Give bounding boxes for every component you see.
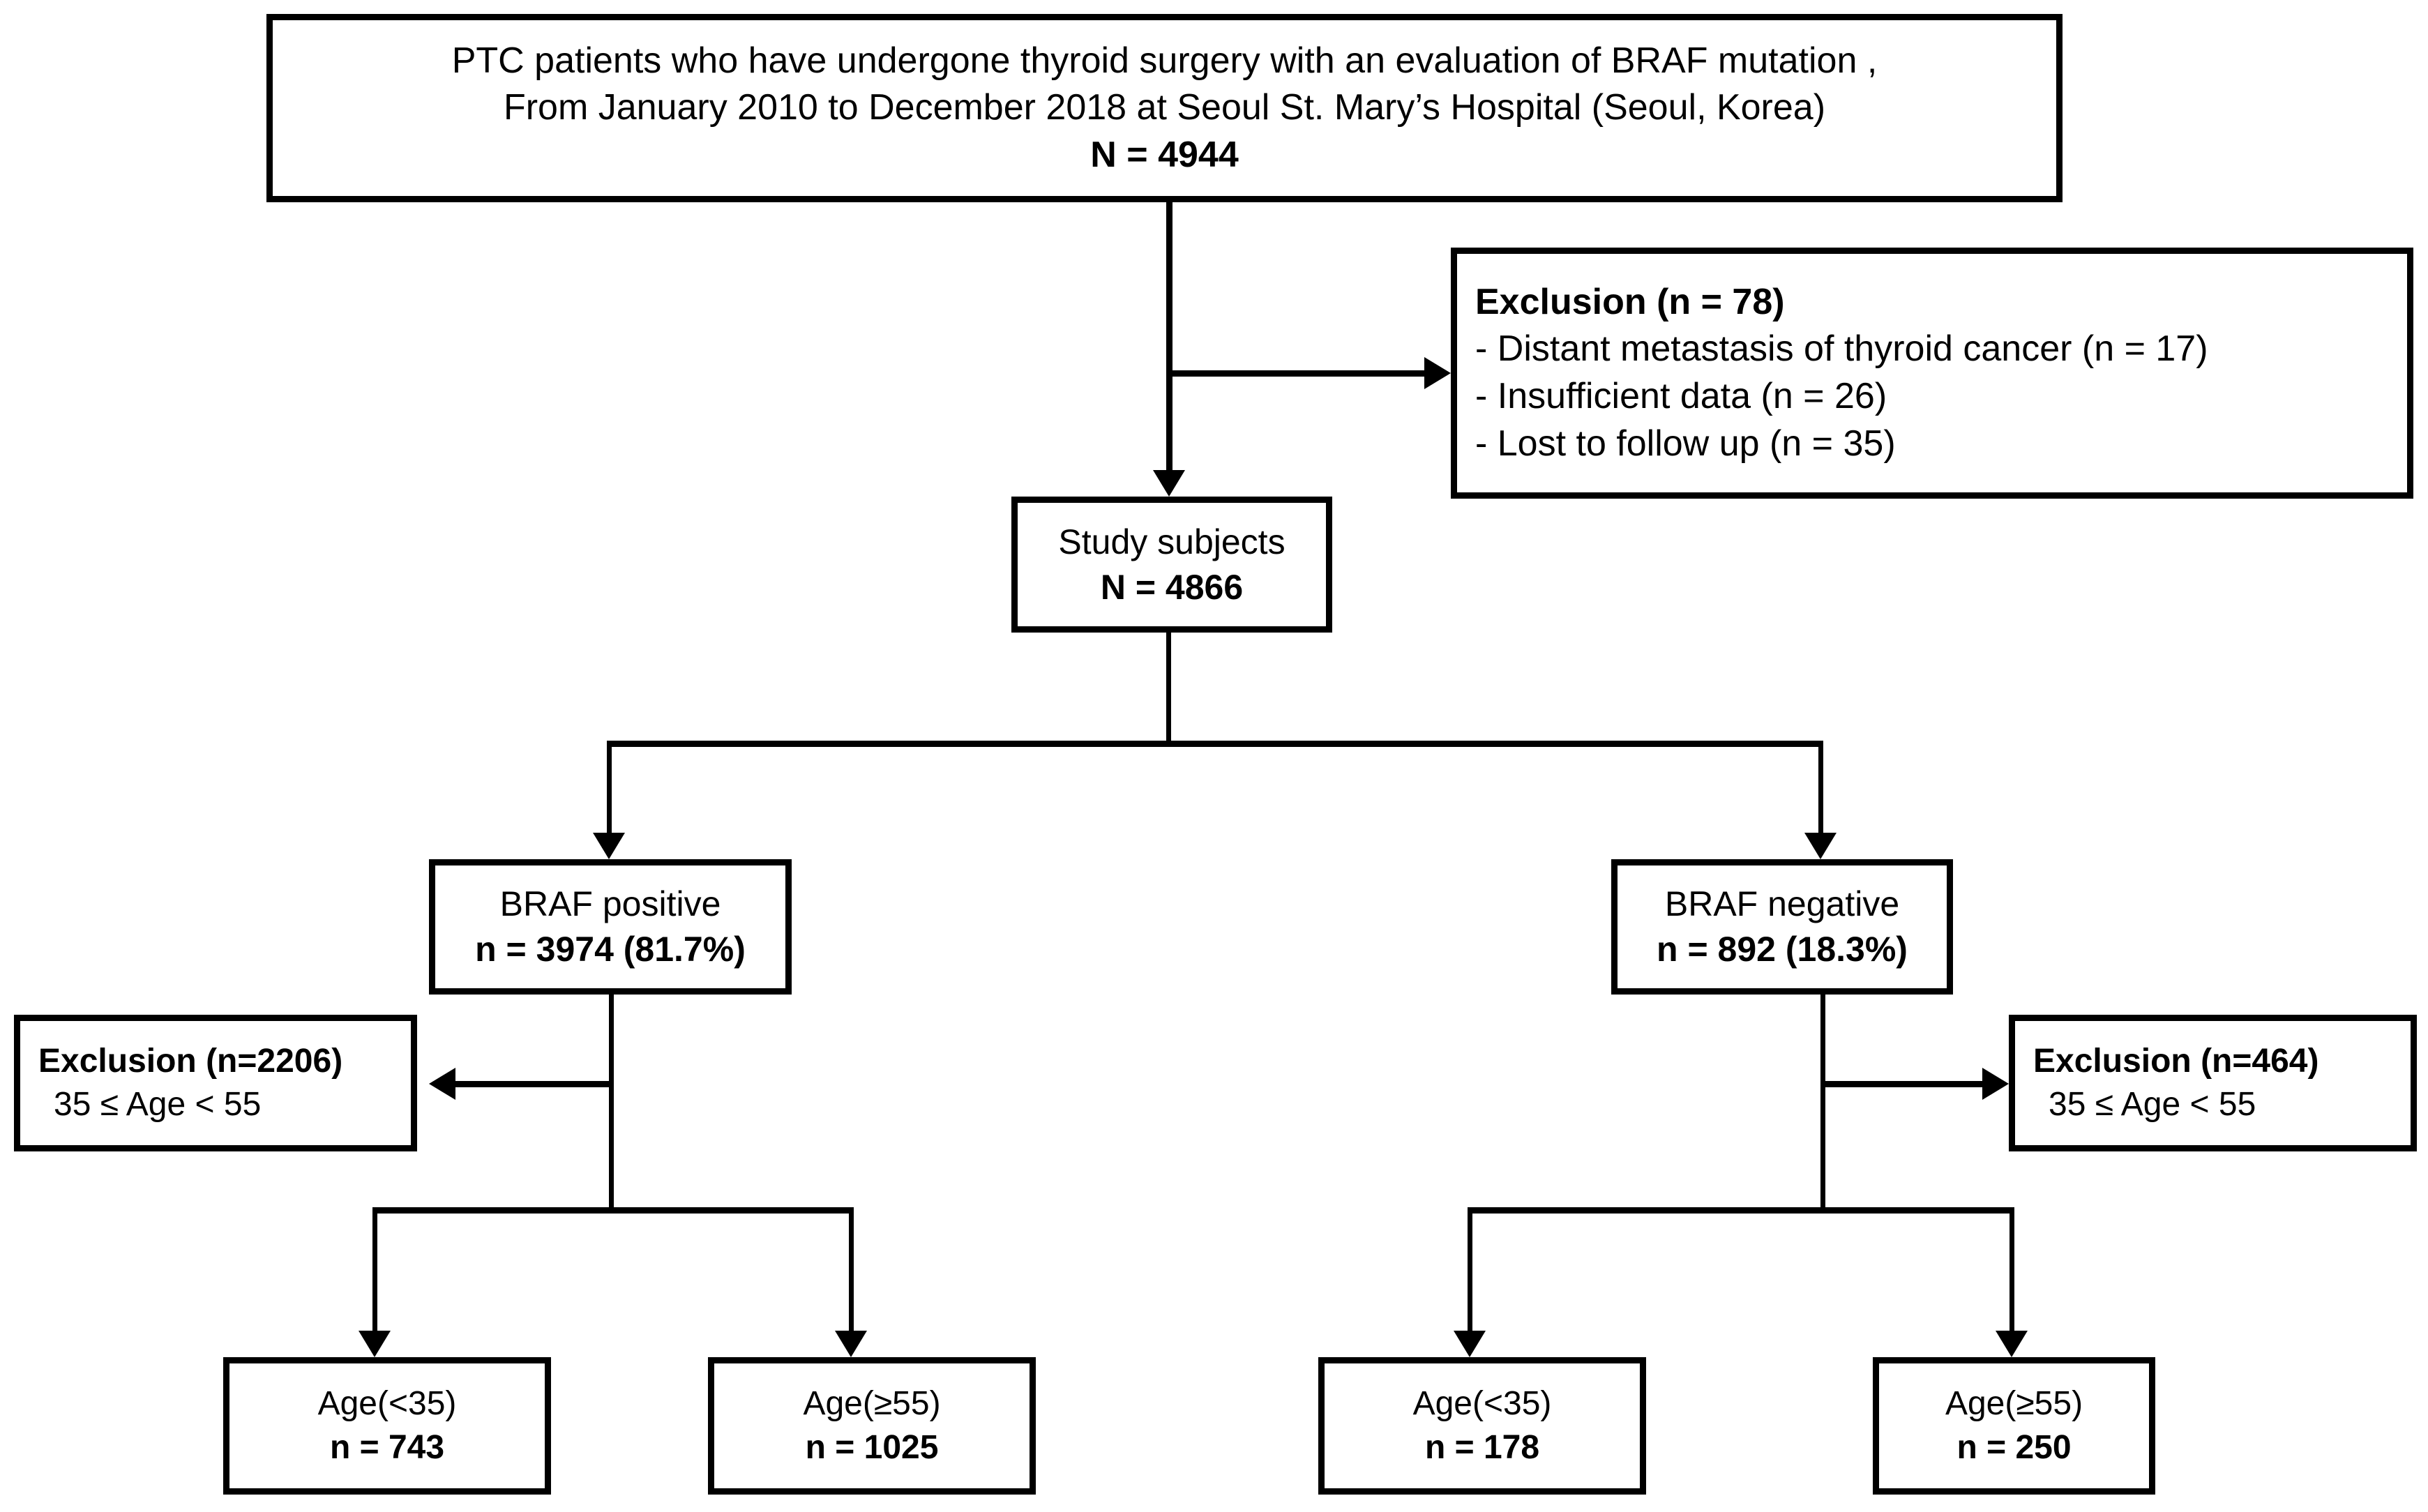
braf-negative-count: n = 892 (18.3%) [1657,930,1908,969]
edge-braf-negative-to-old-arrowhead [1996,1331,2028,1357]
braf-negative-label: BRAF negative [1664,884,1900,923]
braf-positive-box: BRAF positive n = 3974 (81.7%) [429,859,792,995]
exclusion-top-item-0: - Distant metastasis of thyroid cancer (… [1475,328,2208,370]
edge-braf-negative-to-young-arrowhead [1454,1331,1486,1357]
edge-braf-positive-to-old-vertical [849,1207,854,1331]
edge-study-to-braf-negative-arrowhead [1804,833,1837,859]
neg-age-old-count: n = 250 [1956,1428,2072,1466]
braf-positive-count: n = 3974 (81.7%) [475,930,746,969]
exclusion-right-box: Exclusion (n=464) 35 ≤ Age < 55 [2009,1015,2417,1151]
exclusion-left-box: Exclusion (n=2206) 35 ≤ Age < 55 [14,1015,417,1151]
braf-positive-age-55plus-box: Age(≥55) n = 1025 [708,1357,1036,1495]
exclusion-left-criterion: 35 ≤ Age < 55 [54,1086,262,1123]
edge-braf-positive-to-young-vertical [372,1207,377,1331]
exclusion-top-heading: Exclusion (n = 78) [1475,281,1785,322]
edge-enrollment-to-study-vertical [1166,202,1172,470]
braf-positive-age-under35-box: Age(<35) n = 743 [223,1357,551,1495]
edge-braf-positive-to-old-arrowhead [835,1331,867,1357]
enrollment-line-2: From January 2010 to December 2018 at Se… [503,87,1826,128]
edge-study-to-braf-negative-vertical [1818,741,1823,833]
exclusion-top-box: Exclusion (n = 78) - Distant metastasis … [1451,248,2413,499]
edge-braf-positive-to-young-arrowhead [359,1331,391,1357]
edge-study-to-braf-positive-vertical [607,741,612,833]
exclusion-left-heading: Exclusion (n=2206) [38,1042,343,1080]
edge-enrollment-to-study-arrowhead [1153,470,1185,497]
enrollment-count: N = 4944 [1090,134,1239,175]
neg-age-young-label: Age(<35) [1412,1385,1552,1423]
edge-braf-positive-spine [609,995,614,1209]
edge-braf-negative-to-exclusion-arrowhead [1982,1068,2009,1100]
edge-enrollment-to-exclusion-horizontal [1169,370,1424,377]
edge-braf-negative-split-bar [1468,1207,2014,1214]
edge-braf-positive-split-bar [372,1207,854,1214]
edge-braf-negative-to-old-vertical [2009,1207,2014,1331]
edge-braf-negative-to-exclusion-horizontal [1823,1081,1982,1087]
edge-braf-negative-spine [1820,995,1825,1209]
study-subjects-box: Study subjects N = 4866 [1011,497,1332,633]
pos-age-young-label: Age(<35) [317,1385,457,1423]
exclusion-top-item-1: - Insufficient data (n = 26) [1475,376,1887,416]
enrollment-line-1: PTC patients who have undergone thyroid … [451,40,1878,81]
neg-age-old-label: Age(≥55) [1945,1385,2083,1423]
enrollment-box: PTC patients who have undergone thyroid … [266,14,2063,202]
edge-study-to-split-vertical [1166,633,1171,744]
edge-study-split-bar [607,741,1823,747]
edge-braf-positive-to-exclusion-horizontal [455,1081,612,1087]
braf-negative-age-under35-box: Age(<35) n = 178 [1318,1357,1646,1495]
braf-positive-label: BRAF positive [499,884,721,923]
exclusion-right-criterion: 35 ≤ Age < 55 [2049,1086,2256,1123]
exclusion-top-item-2: - Lost to follow up (n = 35) [1475,423,1896,464]
braf-negative-box: BRAF negative n = 892 (18.3%) [1611,859,1953,995]
edge-study-to-braf-positive-arrowhead [593,833,625,859]
braf-negative-age-55plus-box: Age(≥55) n = 250 [1873,1357,2155,1495]
edge-enrollment-to-exclusion-arrowhead [1424,357,1451,389]
neg-age-young-count: n = 178 [1424,1428,1540,1466]
exclusion-right-heading: Exclusion (n=464) [2033,1042,2319,1080]
pos-age-old-count: n = 1025 [805,1428,939,1466]
edge-braf-positive-to-exclusion-arrowhead [429,1068,455,1100]
study-subjects-count: N = 4866 [1100,567,1244,607]
pos-age-young-count: n = 743 [329,1428,445,1466]
edge-braf-negative-to-young-vertical [1468,1207,1472,1331]
pos-age-old-label: Age(≥55) [803,1385,941,1423]
study-subjects-label: Study subjects [1058,522,1285,561]
